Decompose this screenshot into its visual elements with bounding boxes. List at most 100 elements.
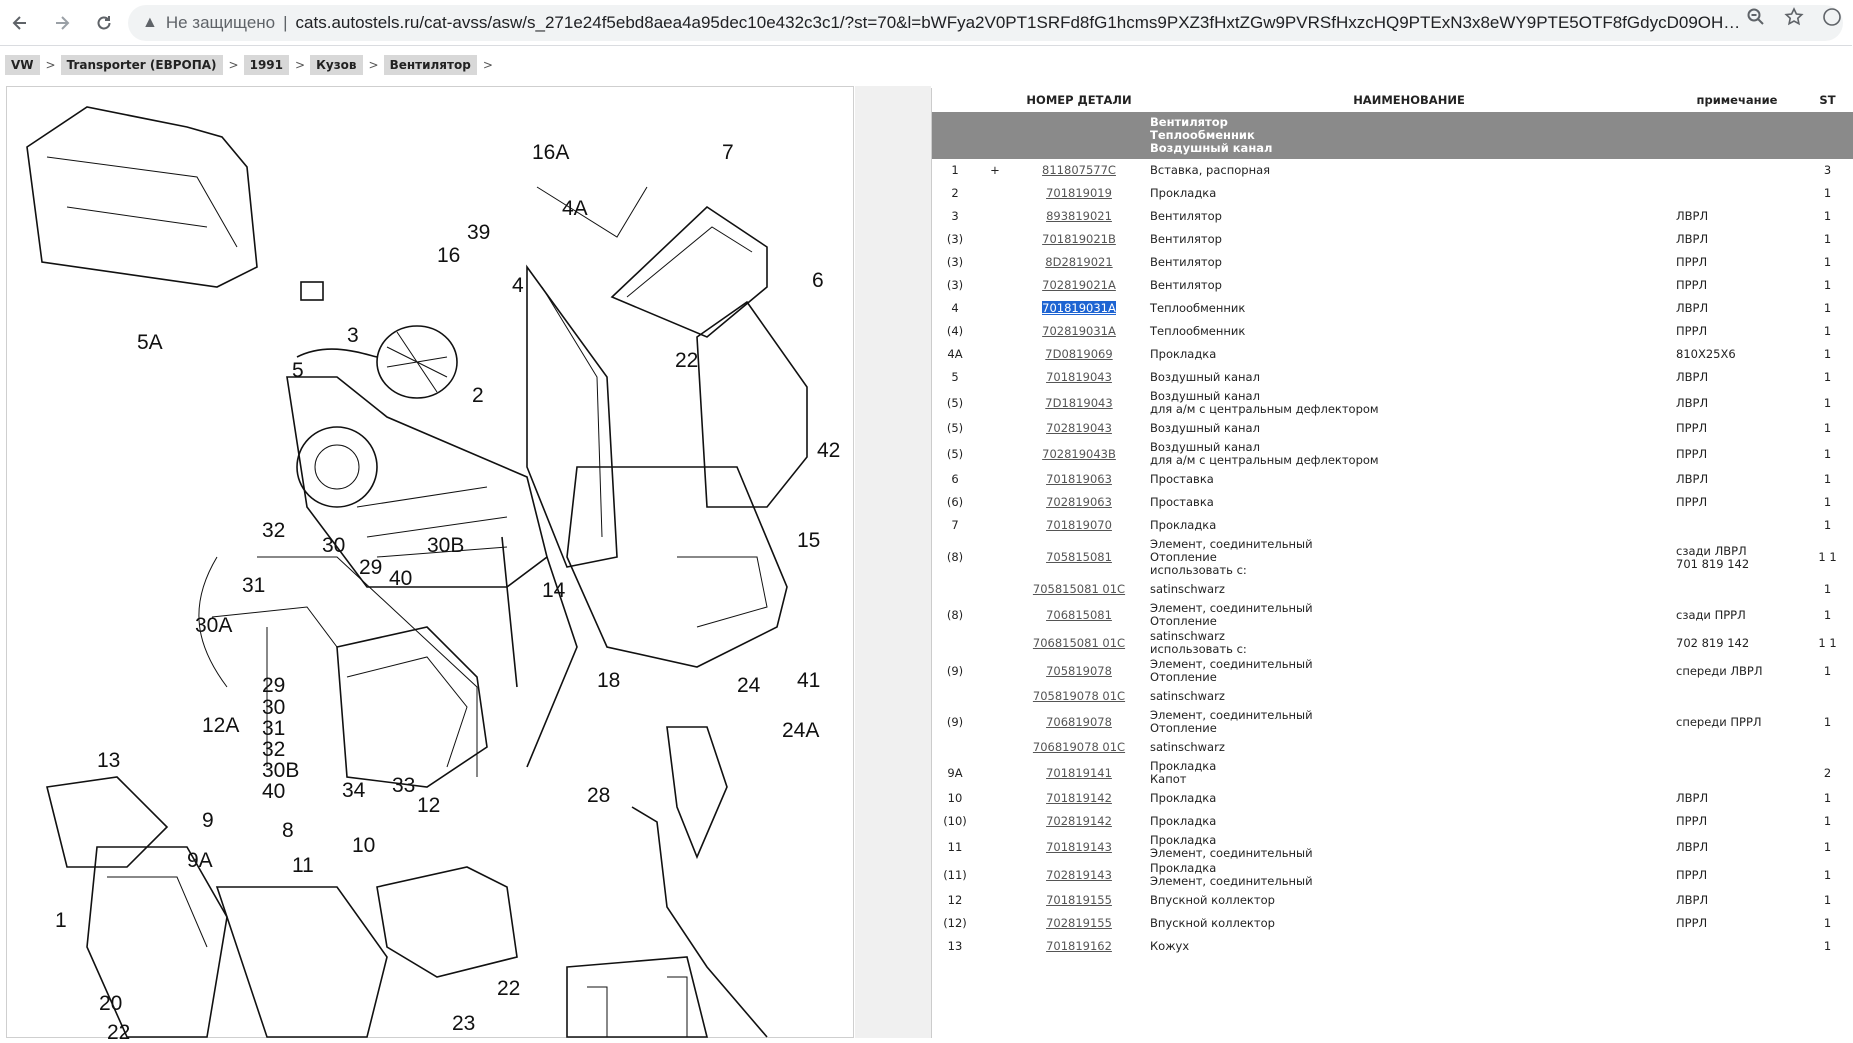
part-number-link[interactable]: 702819142 — [1046, 814, 1112, 828]
cell-position: (6) — [946, 495, 964, 509]
zoom-icon[interactable] — [1746, 7, 1766, 31]
name-line: Элемент, соединительный — [1150, 874, 1313, 888]
cell-name: satinschwarz — [1146, 578, 1672, 601]
part-number-link[interactable]: 705815081 01C — [1032, 582, 1126, 596]
reload-icon[interactable] — [90, 9, 118, 37]
cell-plus — [978, 810, 1012, 833]
cell-name: Впускной коллектор — [1146, 912, 1672, 935]
cell-st: 1 — [1823, 814, 1832, 828]
url-text[interactable]: cats.autostels.ru/cat-avss/asw/s_271e24f… — [295, 13, 1741, 32]
part-number-link[interactable]: 7D0819069 — [1045, 347, 1113, 361]
part-number-link[interactable]: 893819021 — [1046, 209, 1112, 223]
note-line: ПРРЛ — [1676, 916, 1708, 930]
cell-note: ЛВРЛ — [1672, 228, 1802, 251]
name-line: Прокладка — [1150, 347, 1217, 361]
part-number-link[interactable]: 705815081 — [1046, 550, 1112, 564]
warning-triangle-icon[interactable]: ▲ — [142, 14, 158, 31]
cell-part-number: 706815081 — [1012, 601, 1146, 629]
cell-plus: + — [990, 163, 1000, 177]
cell-plus — [978, 468, 1012, 491]
cell-note — [1672, 935, 1802, 958]
part-number-link[interactable]: 702819063 — [1046, 495, 1112, 509]
cell-plus — [978, 491, 1012, 514]
not-secure-label[interactable]: Не защищено — [165, 13, 276, 32]
part-number-link[interactable]: 811807577C — [1042, 163, 1116, 177]
breadcrumb-item[interactable]: Кузов — [310, 55, 363, 75]
callout-label: 24 — [737, 674, 761, 697]
callout-label: 2 — [472, 384, 484, 407]
address-bar[interactable]: ▲ Не защищено | cats.autostels.ru/cat-av… — [128, 5, 1843, 41]
cell-name: satinschwarz — [1146, 736, 1672, 759]
part-number-link[interactable]: 7D1819043 — [1045, 395, 1113, 410]
part-number-link[interactable]: 701819063 — [1046, 472, 1112, 486]
part-number-link[interactable]: 701819031A — [1042, 301, 1116, 315]
cell-note: ЛВРЛ — [1672, 468, 1802, 491]
part-number-link[interactable]: 702819031A — [1042, 324, 1116, 338]
name-line: Прокладка — [1150, 759, 1217, 773]
callout-label: 10 — [352, 834, 375, 857]
part-number-link[interactable]: 701819070 — [1046, 518, 1112, 532]
name-line: Вентилятор — [1150, 232, 1222, 246]
part-number-link[interactable]: 702819021A — [1042, 278, 1116, 292]
part-number-link[interactable]: 702819043 — [1046, 421, 1112, 435]
omnibox-actions — [1746, 7, 1842, 31]
group-title-line: Теплообменник — [1150, 128, 1255, 142]
callout-label: 31 — [242, 574, 265, 597]
part-number-link[interactable]: 8D2819021 — [1045, 255, 1113, 269]
cell-name: Проставка — [1146, 468, 1672, 491]
part-number-link[interactable]: 706819078 01C — [1032, 740, 1126, 754]
name-line: Элемент, соединительный — [1150, 846, 1313, 860]
back-arrow-icon[interactable] — [6, 9, 34, 37]
cell-plus — [978, 736, 1012, 759]
forward-arrow-icon[interactable] — [48, 9, 76, 37]
part-number-link[interactable]: 701819141 — [1046, 765, 1112, 780]
bookmark-star-icon[interactable] — [1784, 7, 1804, 31]
breadcrumb-item[interactable]: 1991 — [243, 55, 289, 75]
part-number-link[interactable]: 701819155 — [1046, 893, 1112, 907]
cell-note: 702 819 142 — [1672, 629, 1802, 657]
name-line: Впускной коллектор — [1150, 916, 1275, 930]
part-number-link[interactable]: 706815081 01C — [1032, 635, 1126, 650]
name-line: Прокладка — [1150, 791, 1217, 805]
part-number-link[interactable]: 701819021B — [1042, 232, 1116, 246]
part-number-link[interactable]: 706815081 — [1046, 607, 1112, 622]
part-number-link[interactable]: 701819019 — [1046, 186, 1112, 200]
breadcrumb-separator: > — [228, 58, 239, 72]
cell-st: 3 — [1823, 163, 1832, 177]
part-number-link[interactable]: 702819143 — [1046, 867, 1112, 882]
part-number-link[interactable]: 701819162 — [1046, 939, 1112, 953]
part-number-link[interactable]: 702819043B — [1042, 446, 1116, 461]
callout-label: 30 — [322, 534, 345, 557]
breadcrumb-item[interactable]: Transporter (ЕВРОПА) — [60, 55, 223, 75]
breadcrumb-item[interactable]: Вентилятор — [383, 55, 477, 75]
part-number-link[interactable]: 705819078 — [1046, 663, 1112, 678]
part-number-link[interactable]: 701819043 — [1046, 370, 1112, 384]
cell-position: 6 — [951, 472, 959, 486]
name-line: Теплообменник — [1150, 301, 1246, 315]
part-number-link[interactable]: 701819143 — [1046, 839, 1112, 854]
breadcrumb-item[interactable]: VW — [5, 55, 40, 75]
part-number-link[interactable]: 701819142 — [1046, 791, 1112, 805]
part-number-link[interactable]: 702819155 — [1046, 916, 1112, 930]
callout-label: 4A — [562, 197, 588, 220]
callout-label: 1 — [55, 909, 67, 932]
cell-part-number: 705819078 — [1012, 657, 1146, 685]
part-number-link[interactable]: 706819078 — [1046, 714, 1112, 729]
header-position — [932, 88, 978, 112]
part-number-link[interactable]: 705819078 01C — [1032, 689, 1126, 703]
account-icon[interactable] — [1822, 7, 1842, 31]
breadcrumb-separator: > — [368, 58, 379, 72]
